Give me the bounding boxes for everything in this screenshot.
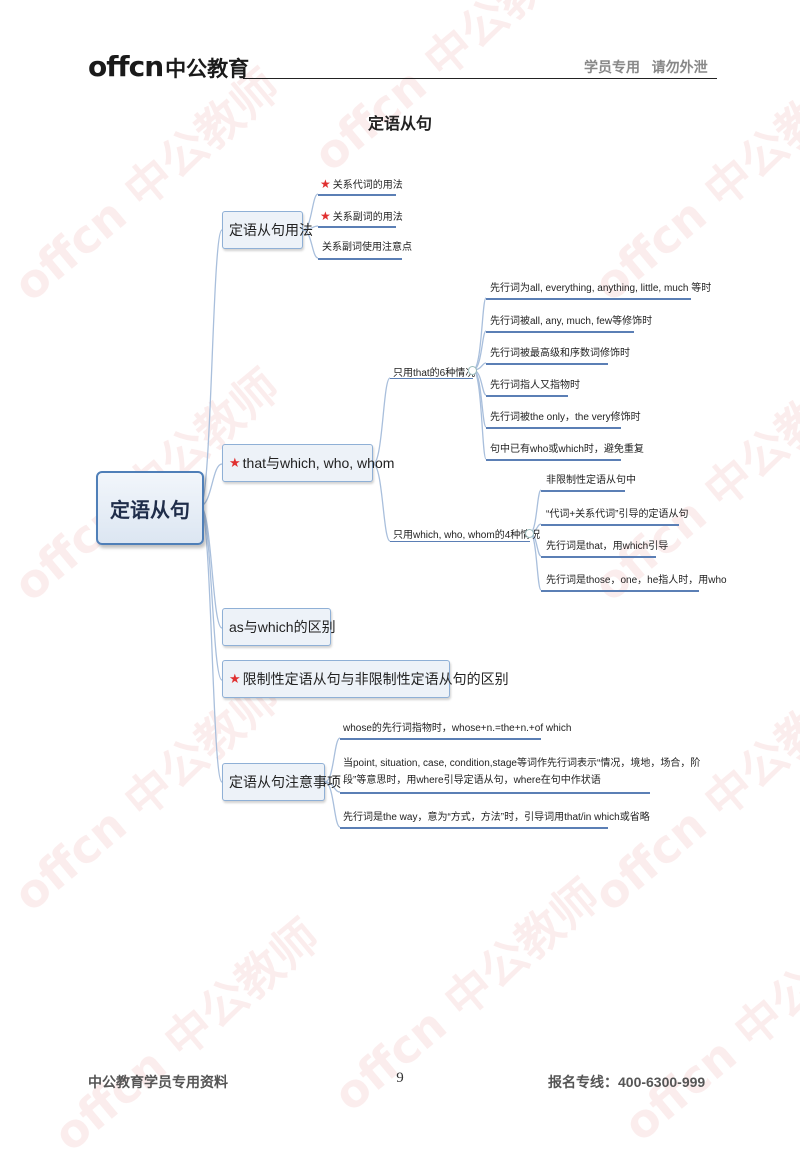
leaf-underline bbox=[318, 194, 396, 196]
leaf-underline bbox=[541, 524, 679, 526]
leaf-only-that-2: 先行词被all, any, much, few等修饰时 bbox=[490, 316, 653, 327]
leaf-only-that-1: 先行词为all, everything, anything, little, m… bbox=[490, 283, 712, 294]
footer-left: 中公教育学员专用资料 bbox=[88, 1074, 228, 1090]
leaf-relative-adverb: ★关系副词的用法 bbox=[320, 209, 403, 223]
node-only-that: 只用that的6种情况 bbox=[393, 368, 476, 379]
node-only-which: 只用which, who, whom的4种情况 bbox=[393, 530, 541, 541]
mindmap-root-node: 定语从句 bbox=[96, 471, 204, 545]
leaf-notes-1: whose的先行词指物时，whose+n.=the+n.+of which bbox=[343, 723, 572, 734]
header-rule bbox=[243, 78, 717, 79]
leaf-underline bbox=[340, 792, 650, 794]
leaf-notes-2a: 当point, situation, case, condition,stage… bbox=[343, 758, 701, 769]
node-clause-usage: 定语从句用法 bbox=[222, 211, 313, 249]
collapse-toggle[interactable] bbox=[468, 366, 477, 375]
leaf-underline bbox=[541, 590, 699, 592]
mid-underline bbox=[390, 541, 530, 542]
leaf-notes-3: 先行词是the way，意为“方式，方法”时，引导词用that/in which… bbox=[343, 812, 650, 823]
node-restrictive: ★限制性定语从句与非限制性定语从句的区别 bbox=[222, 660, 509, 698]
leaf-underline bbox=[486, 459, 621, 461]
page-number: 9 bbox=[396, 1070, 404, 1086]
star-icon: ★ bbox=[320, 209, 331, 223]
leaf-only-which-3: 先行词是that，用which引导 bbox=[546, 541, 669, 552]
leaf-underline bbox=[486, 363, 608, 365]
leaf-underline bbox=[486, 331, 634, 333]
logo-en: offcn bbox=[88, 50, 164, 83]
mindmap-connectors bbox=[199, 193, 542, 828]
logo-cn: 中公教育 bbox=[165, 57, 250, 81]
star-icon: ★ bbox=[320, 177, 331, 191]
leaf-only-that-5: 先行词被the only，the very修饰时 bbox=[490, 412, 641, 423]
leaf-only-that-3: 先行词被最高级和序数词修饰时 bbox=[490, 348, 630, 359]
leaf-only-which-2: “代词+关系代词”引导的定语从句 bbox=[546, 509, 689, 520]
leaf-underline bbox=[541, 556, 656, 558]
leaf-only-which-1: 非限制性定语从句中 bbox=[546, 475, 636, 486]
mid-underline bbox=[390, 378, 473, 379]
page-title: 定语从句 bbox=[367, 116, 432, 133]
star-icon: ★ bbox=[229, 671, 241, 686]
header-notice: 学员专用 请勿外泄 bbox=[584, 59, 708, 75]
leaf-underline bbox=[318, 226, 396, 228]
leaf-relative-adverb-notes: 关系副词使用注意点 bbox=[322, 242, 412, 253]
leaf-underline bbox=[340, 827, 608, 829]
footer-hotline: 报名专线：400-6300-999 bbox=[548, 1074, 706, 1090]
leaf-notes-2b: 段”等意思时，用where引导定语从句，where在句中作状语 bbox=[343, 775, 601, 786]
node-notes: 定语从句注意事项 bbox=[222, 763, 341, 801]
node-as-which: as与which的区别 bbox=[222, 608, 336, 646]
leaf-underline bbox=[318, 258, 402, 260]
leaf-underline bbox=[486, 395, 568, 397]
leaf-underline bbox=[486, 298, 691, 300]
logo: offcn中公教育 bbox=[88, 50, 249, 83]
node-that-which: ★that与which, who, whom bbox=[222, 444, 394, 482]
collapse-toggle[interactable] bbox=[525, 529, 534, 538]
leaf-relative-pronoun: ★关系代词的用法 bbox=[320, 177, 403, 191]
leaf-underline bbox=[541, 490, 625, 492]
leaf-underline bbox=[340, 738, 541, 740]
star-icon: ★ bbox=[229, 455, 241, 470]
leaf-only-that-4: 先行词指人又指物时 bbox=[490, 380, 580, 391]
leaf-underline bbox=[486, 427, 621, 429]
leaf-only-which-4: 先行词是those，one，he指人时，用who bbox=[546, 575, 727, 586]
leaf-only-that-6: 句中已有who或which时，避免重复 bbox=[490, 444, 644, 455]
